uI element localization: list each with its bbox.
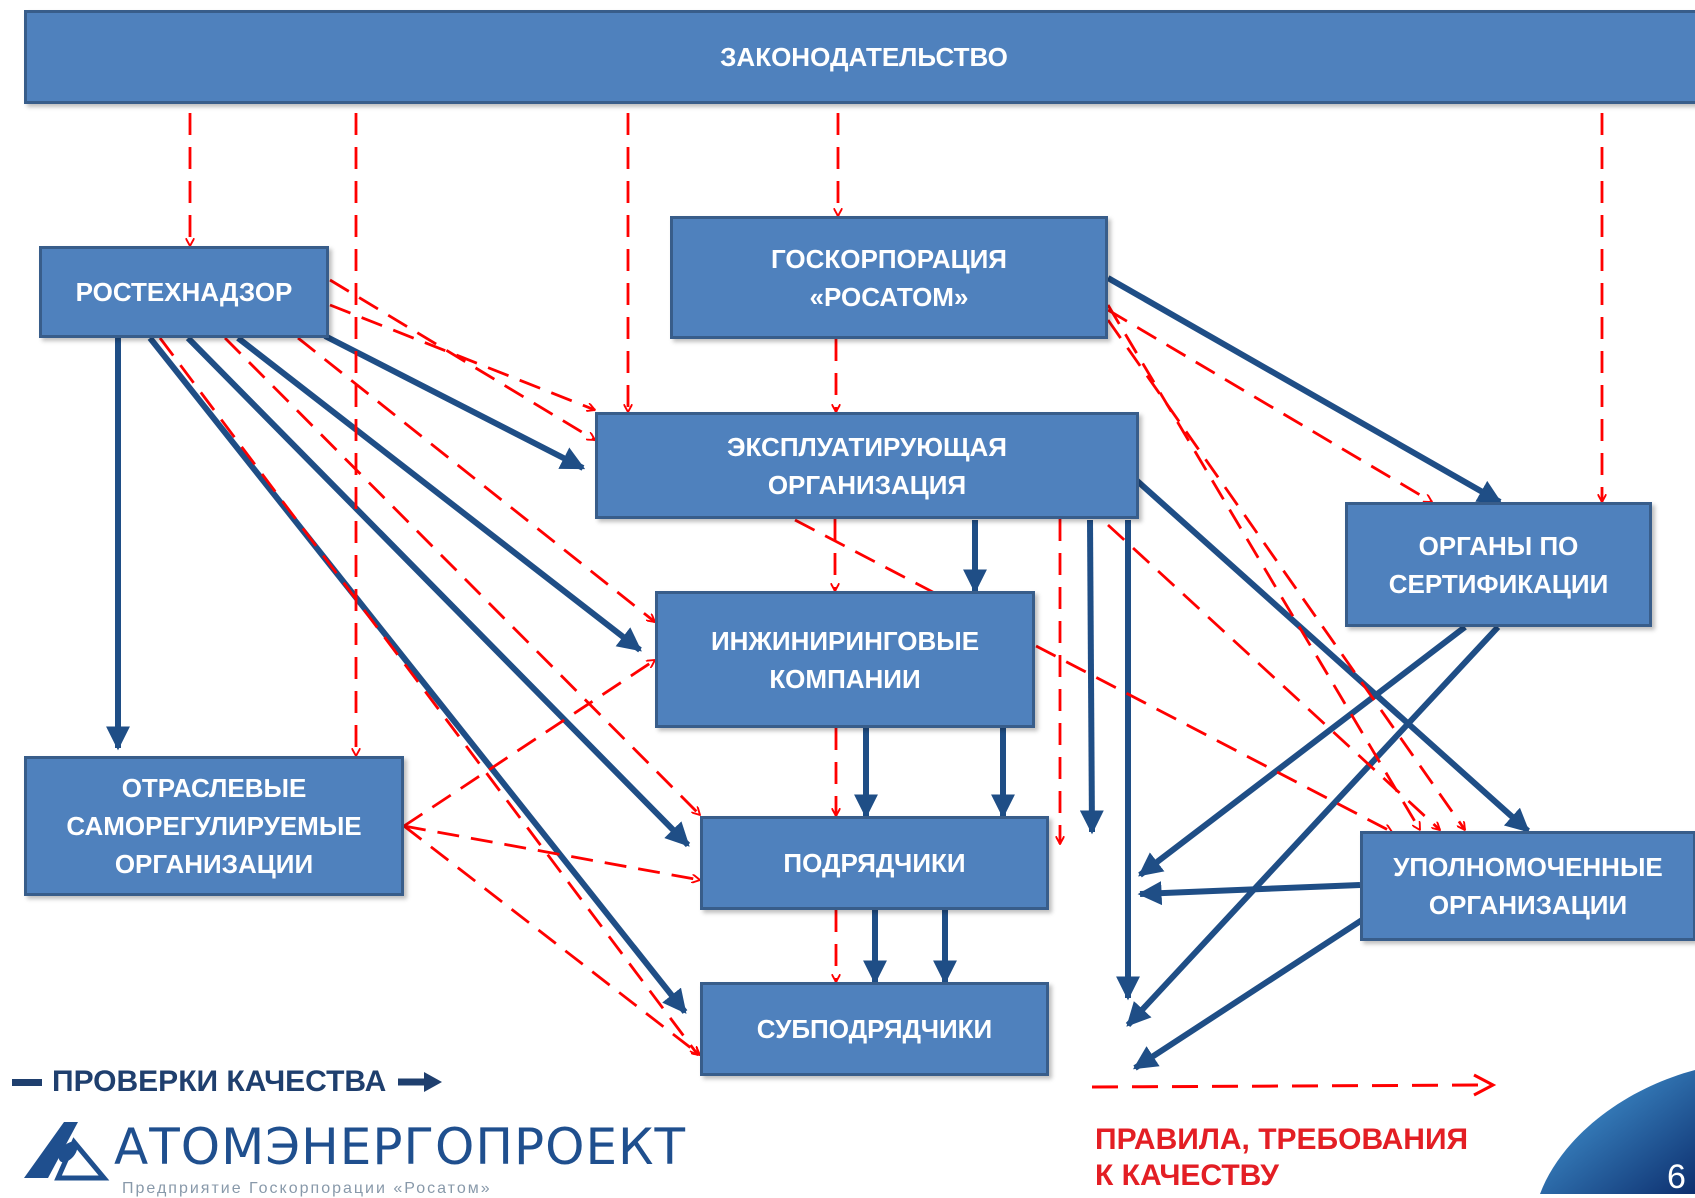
- quality-check-arrow-17: [1137, 881, 1361, 906]
- legend-quality-checks-label: ПРОВЕРКИ КАЧЕСТВА: [52, 1065, 387, 1098]
- logo-subtitle: Предприятие Госкорпорации «Росатом»: [122, 1180, 492, 1197]
- quality-check-arrow-18: [1132, 917, 1364, 1071]
- quality-check-arrow-15: [1138, 624, 1467, 878]
- rules-arrow-22: [403, 824, 700, 880]
- node-operating-org: ЭКСПЛУАТИРУЮЩАЯ ОРГАНИЗАЦИЯ: [595, 412, 1139, 519]
- legend-blue-dash: [12, 1078, 42, 1086]
- quality-check-arrow-3: [236, 335, 642, 653]
- node-legislation: ЗАКОНОДАТЕЛЬСТВО: [24, 10, 1695, 104]
- quality-check-arrow-2: [323, 333, 586, 471]
- rules-arrow-8: [329, 303, 595, 410]
- node-authorized: УПОЛНОМОЧЕННЫЕ ОРГАНИЗАЦИИ: [1360, 831, 1695, 941]
- rules-arrow-10: [224, 337, 700, 815]
- rules-arrow-17: [1106, 319, 1467, 830]
- node-rostekhnadzor: РОСТЕХНАДЗОР: [39, 246, 329, 338]
- logo-name: АТОМЭНЕРГОПРОЕКТ: [114, 1118, 687, 1176]
- quality-check-arrow-16: [1125, 624, 1501, 1028]
- rules-arrow-9: [297, 336, 655, 622]
- rules-arrow-11: [158, 337, 698, 1055]
- page-number: 6: [1667, 1158, 1686, 1196]
- legend-rules-label: ПРАВИЛА, ТРЕБОВАНИЯ К КАЧЕСТВУ: [1095, 1123, 1469, 1192]
- quality-check-arrow-4: [185, 335, 691, 848]
- rules-arrow-18: [1107, 523, 1440, 830]
- node-rosatom: ГОСКОРПОРАЦИЯ «РОСАТОМ»: [670, 216, 1108, 339]
- node-sro: ОТРАСЛЕВЫЕ САМОРЕГУЛИРУЕМЫЕ ОРГАНИЗАЦИИ: [24, 756, 404, 896]
- quality-check-arrow-14: [1122, 467, 1531, 834]
- rules-arrow-16: [1107, 308, 1432, 504]
- rules-arrow-23: [403, 824, 700, 1055]
- quality-check-arrow-8: [1079, 519, 1104, 835]
- rules-arrow-14: [794, 518, 1392, 834]
- legend-red-arrow-icon: [1091, 1073, 1497, 1097]
- legend-quality-checks: ПРОВЕРКИ КАЧЕСТВА: [12, 1065, 444, 1099]
- company-logo: АТОМЭНЕРГОПРОЕКТ Предприятие Госкорпорац…: [22, 1118, 685, 1197]
- node-engineering: ИНЖИНИРИНГОВЫЕ КОМПАНИИ: [655, 591, 1035, 728]
- node-subcontractors: СУБПОДРЯДЧИКИ: [700, 982, 1049, 1076]
- corner-decoration: [1540, 1070, 1695, 1194]
- quality-check-arrow-5: [147, 336, 688, 1014]
- quality-check-arrow-13: [1106, 275, 1503, 505]
- rules-arrow-21: [403, 658, 655, 828]
- node-certification: ОРГАНЫ ПО СЕРТИФИКАЦИИ: [1345, 502, 1652, 627]
- legend-blue-arrow-icon: [398, 1072, 443, 1092]
- rules-arrow-7: [329, 278, 595, 442]
- node-contractors: ПОДРЯДЧИКИ: [700, 816, 1049, 910]
- atom-logo-icon: [24, 1122, 110, 1181]
